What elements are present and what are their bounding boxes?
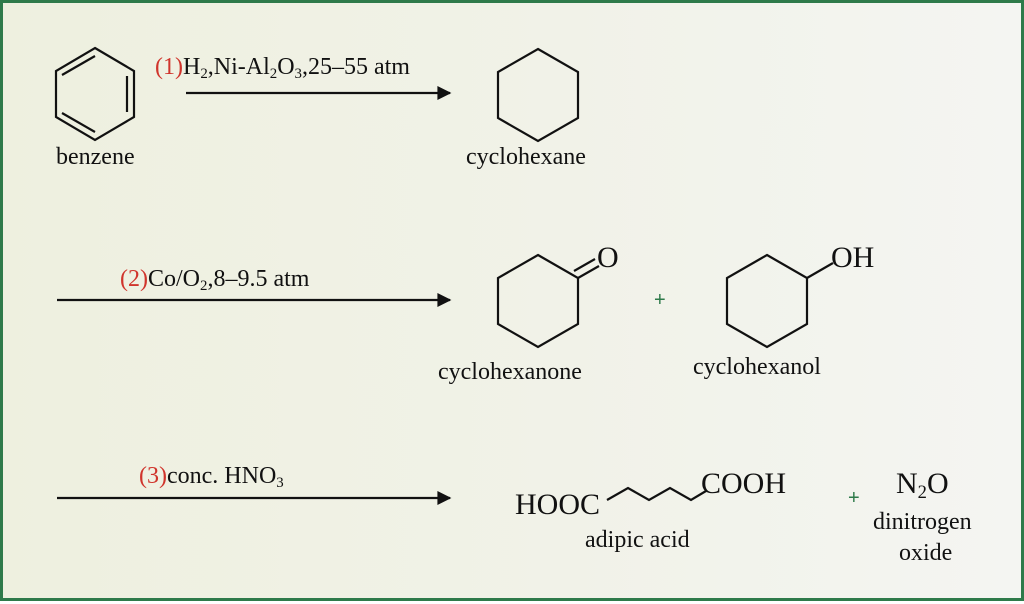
cyclohexanol-label: cyclohexanol [693,354,821,380]
step-1-conditions: (1)H2,Ni-Al2O3,25–55 atm [155,54,410,83]
cyclohexanol-structure [725,253,834,349]
hydroxyl-group: OH [831,241,875,274]
cooh-group: COOH [701,467,787,500]
n2o-formula: N2O [896,467,949,504]
step-3-number: (3) [139,463,167,489]
step-2-number: (2) [120,266,148,292]
oxide-label: oxide [899,540,953,566]
adipic-acid-label: adipic acid [585,527,690,553]
dinitrogen-label: dinitrogen [873,509,972,535]
plus-sign-step-3: + [848,487,860,509]
adipic-acid-chain [606,486,707,502]
step-1-number: (1) [155,54,183,80]
cyclohexane-structure [496,47,580,143]
step-3-conditions: (3)conc. HNO3 [139,463,284,492]
benzene-label: benzene [56,144,135,170]
benzene-structure [54,46,136,142]
cyclohexanone-structure [496,253,600,349]
ketone-oxygen: O [597,241,619,274]
hooc-group: HOOC [515,488,601,521]
step-2-conditions: (2)Co/O2,8–9.5 atm [120,266,310,295]
cyclohexane-label: cyclohexane [466,144,586,170]
plus-sign-step-2: + [654,289,666,311]
cyclohexanone-label: cyclohexanone [438,359,582,385]
structures-layer [54,46,834,505]
